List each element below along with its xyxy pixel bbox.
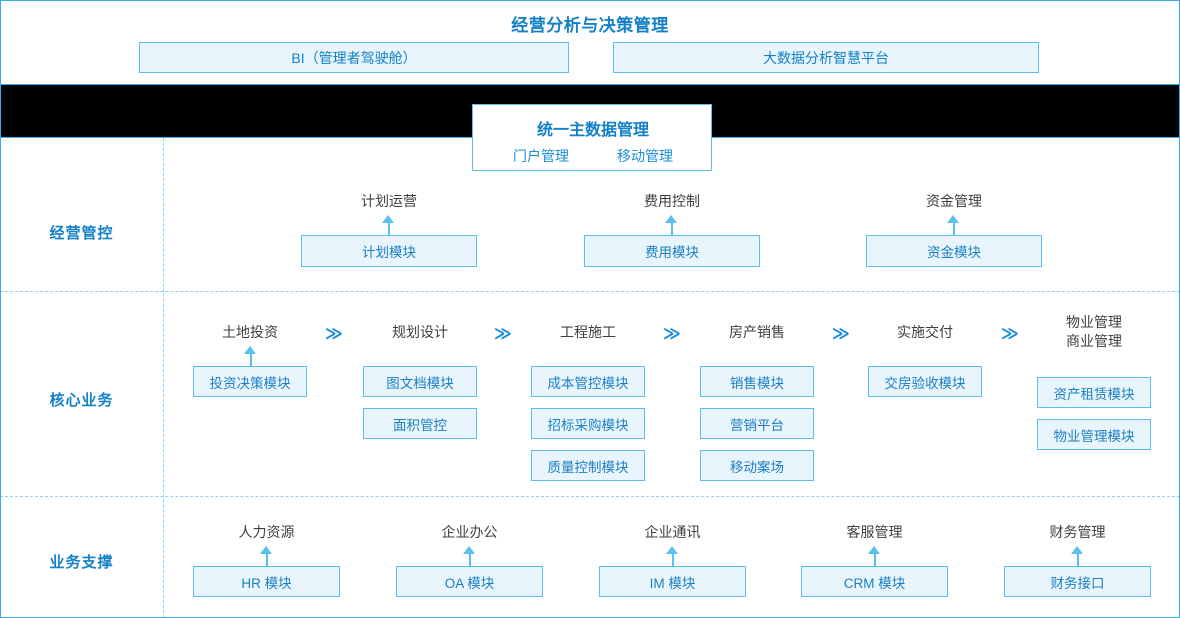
master-data-card[interactable]: 统一主数据管理 门户管理 移动管理: [472, 104, 712, 171]
row-label-operations: 经营管控: [49, 225, 114, 242]
arrow-up-icon: [666, 546, 679, 566]
module-cost-control[interactable]: 成本管控模块: [531, 366, 645, 397]
module-finance-interface[interactable]: 财务接口: [1004, 566, 1151, 597]
col-head-customer-service: 客服管理: [846, 524, 903, 540]
master-data-links: 门户管理 移动管理: [473, 146, 713, 166]
chevron-right-icon: ≫: [832, 324, 850, 343]
bi-cockpit-box[interactable]: BI（管理者驾驶舱）: [139, 42, 569, 73]
page-title: 经营分析与决策管理: [511, 16, 669, 35]
chevron-right-icon: ≫: [663, 324, 681, 343]
module-expense[interactable]: 费用模块: [584, 235, 760, 267]
chevron-right-icon: ≫: [494, 324, 512, 343]
module-property-management[interactable]: 物业管理模块: [1037, 419, 1151, 450]
module-quality-control[interactable]: 质量控制模块: [531, 450, 645, 481]
mobile-management-link[interactable]: 移动管理: [617, 148, 673, 164]
portal-management-link[interactable]: 门户管理: [513, 148, 569, 164]
col-head-line-2: 商业管理: [1066, 333, 1122, 349]
col-head-cost-control: 费用控制: [644, 193, 700, 209]
col-head-planning-design: 规划设计: [392, 324, 448, 340]
row-divider-1: [0, 291, 1180, 292]
module-crm[interactable]: CRM 模块: [801, 566, 948, 597]
label-column-divider: [163, 138, 164, 618]
module-plan[interactable]: 计划模块: [301, 235, 477, 267]
col-head-fund-management: 资金管理: [926, 193, 982, 209]
col-head-finance-management: 财务管理: [1049, 524, 1106, 540]
master-data-title: 统一主数据管理: [536, 122, 649, 139]
module-asset-leasing[interactable]: 资产租赁模块: [1037, 377, 1151, 408]
arrow-up-icon: [947, 215, 960, 235]
arrow-up-icon: [260, 546, 273, 566]
arrow-up-icon: [868, 546, 881, 566]
row-divider-2: [0, 496, 1180, 497]
row-label-core-business: 核心业务: [49, 392, 114, 409]
col-head-delivery: 实施交付: [897, 324, 953, 340]
module-area-control[interactable]: 面积管控: [363, 408, 477, 439]
module-handover-acceptance[interactable]: 交房验收模块: [868, 366, 982, 397]
module-marketing-platform[interactable]: 营销平台: [700, 408, 814, 439]
col-head-enterprise-communication: 企业通讯: [644, 524, 701, 540]
module-fund[interactable]: 资金模块: [866, 235, 1042, 267]
col-head-enterprise-office: 企业办公: [441, 524, 498, 540]
module-oa[interactable]: OA 模块: [396, 566, 543, 597]
col-head-construction: 工程施工: [560, 324, 616, 340]
col-head-human-resources: 人力资源: [238, 524, 295, 540]
arrow-up-icon: [1071, 546, 1084, 566]
col-head-land-investment: 土地投资: [222, 324, 278, 340]
chevron-right-icon: ≫: [1001, 324, 1019, 343]
module-bidding-procurement[interactable]: 招标采购模块: [531, 408, 645, 439]
arrow-up-icon: [382, 215, 395, 235]
module-investment-decision[interactable]: 投资决策模块: [193, 366, 307, 397]
chevron-right-icon: ≫: [325, 324, 343, 343]
arrow-up-icon: [463, 546, 476, 566]
module-document[interactable]: 图文档模块: [363, 366, 477, 397]
col-head-property-commercial: 物业管理 商业管理: [1024, 313, 1164, 351]
col-head-plan-operations: 计划运营: [361, 193, 417, 209]
col-head-line-1: 物业管理: [1066, 314, 1122, 330]
col-head-property-sales: 房产销售: [729, 324, 785, 340]
module-mobile-showroom[interactable]: 移动案场: [700, 450, 814, 481]
module-hr[interactable]: HR 模块: [193, 566, 340, 597]
layers-area: 经营管控 核心业务 业务支撑 计划运营 计划模块 费用控制 费用模块 资金管理 …: [0, 138, 1180, 618]
analytics-band: 经营分析与决策管理 BI（管理者驾驶舱） 大数据分析智慧平台: [0, 0, 1180, 85]
arrow-up-icon: [665, 215, 678, 235]
module-sales[interactable]: 销售模块: [700, 366, 814, 397]
row-label-support: 业务支撑: [49, 554, 114, 571]
module-im[interactable]: IM 模块: [599, 566, 746, 597]
bigdata-platform-box[interactable]: 大数据分析智慧平台: [613, 42, 1039, 73]
arrow-up-icon: [244, 346, 257, 366]
